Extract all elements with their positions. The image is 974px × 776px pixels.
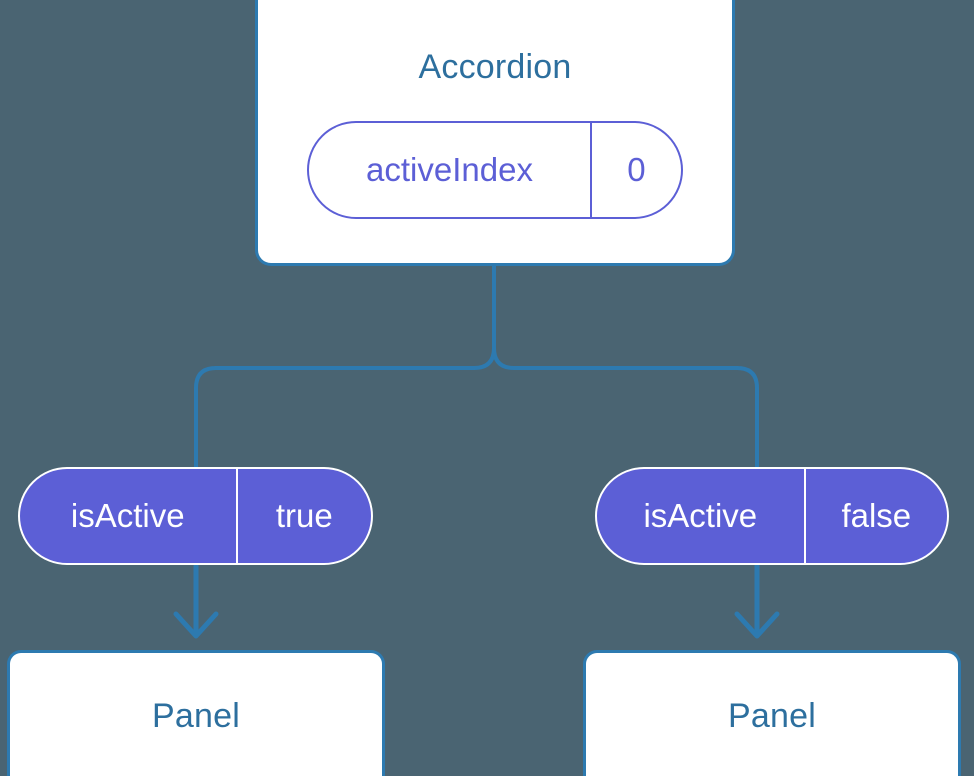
panel-title-right: Panel <box>728 697 816 735</box>
accordion-title: Accordion <box>418 48 572 86</box>
prop-key-label: isActive <box>70 497 185 534</box>
state-pill-active-index[interactable]: activeIndex 0 <box>307 121 683 219</box>
state-key-label: activeIndex <box>366 151 533 188</box>
arrow-head-left <box>173 611 219 639</box>
prop-value-label: false <box>803 469 947 563</box>
panel-title-left: Panel <box>152 697 240 735</box>
panel-component-box-left[interactable]: Panel <box>7 650 385 776</box>
state-value-label: 0 <box>589 123 681 217</box>
branch-elbow-right <box>492 346 759 469</box>
prop-key-label: isActive <box>643 497 758 534</box>
prop-value-label: true <box>235 469 371 563</box>
prop-pill-is-active-false[interactable]: isActive false <box>595 467 949 565</box>
branch-trunk-and-elbows <box>194 264 496 469</box>
prop-pill-is-active-true[interactable]: isActive true <box>18 467 373 565</box>
arrow-head-right <box>734 611 780 639</box>
panel-component-box-right[interactable]: Panel <box>583 650 961 776</box>
